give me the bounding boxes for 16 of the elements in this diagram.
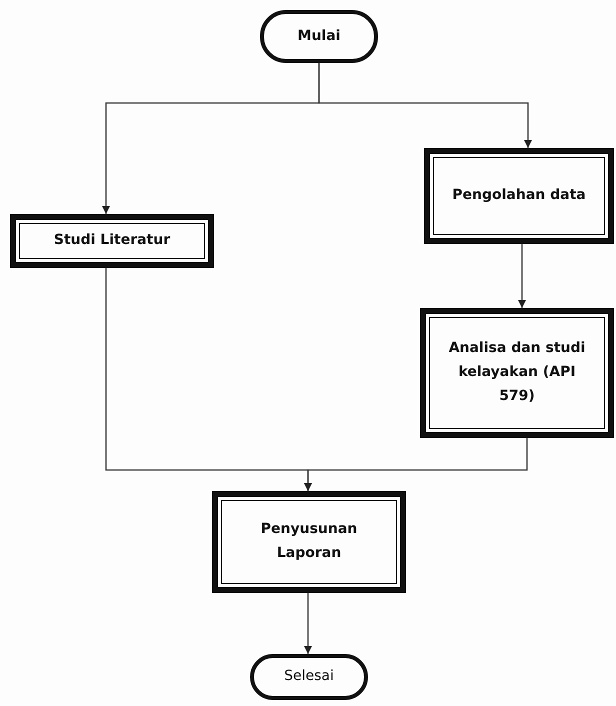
connector-arrow [304,438,528,491]
node-label: Analisa dan studi kelayakan (API 579) [448,339,586,406]
node-label: Penyusunan Laporan [260,520,358,563]
connector-arrow [518,244,526,308]
node-label: Selesai [284,667,334,686]
process-box [420,308,614,438]
connector-arrow [318,63,532,148]
terminal-pill [250,654,368,700]
process-box [10,214,214,268]
node-label: Studi Literatur [54,231,170,250]
connector-arrow [304,593,312,654]
node-label: Pengolahan data [452,186,586,206]
terminal-pill [260,10,378,63]
process-box [212,491,406,593]
process-box [424,148,614,244]
node-label: Mulai [298,26,340,46]
